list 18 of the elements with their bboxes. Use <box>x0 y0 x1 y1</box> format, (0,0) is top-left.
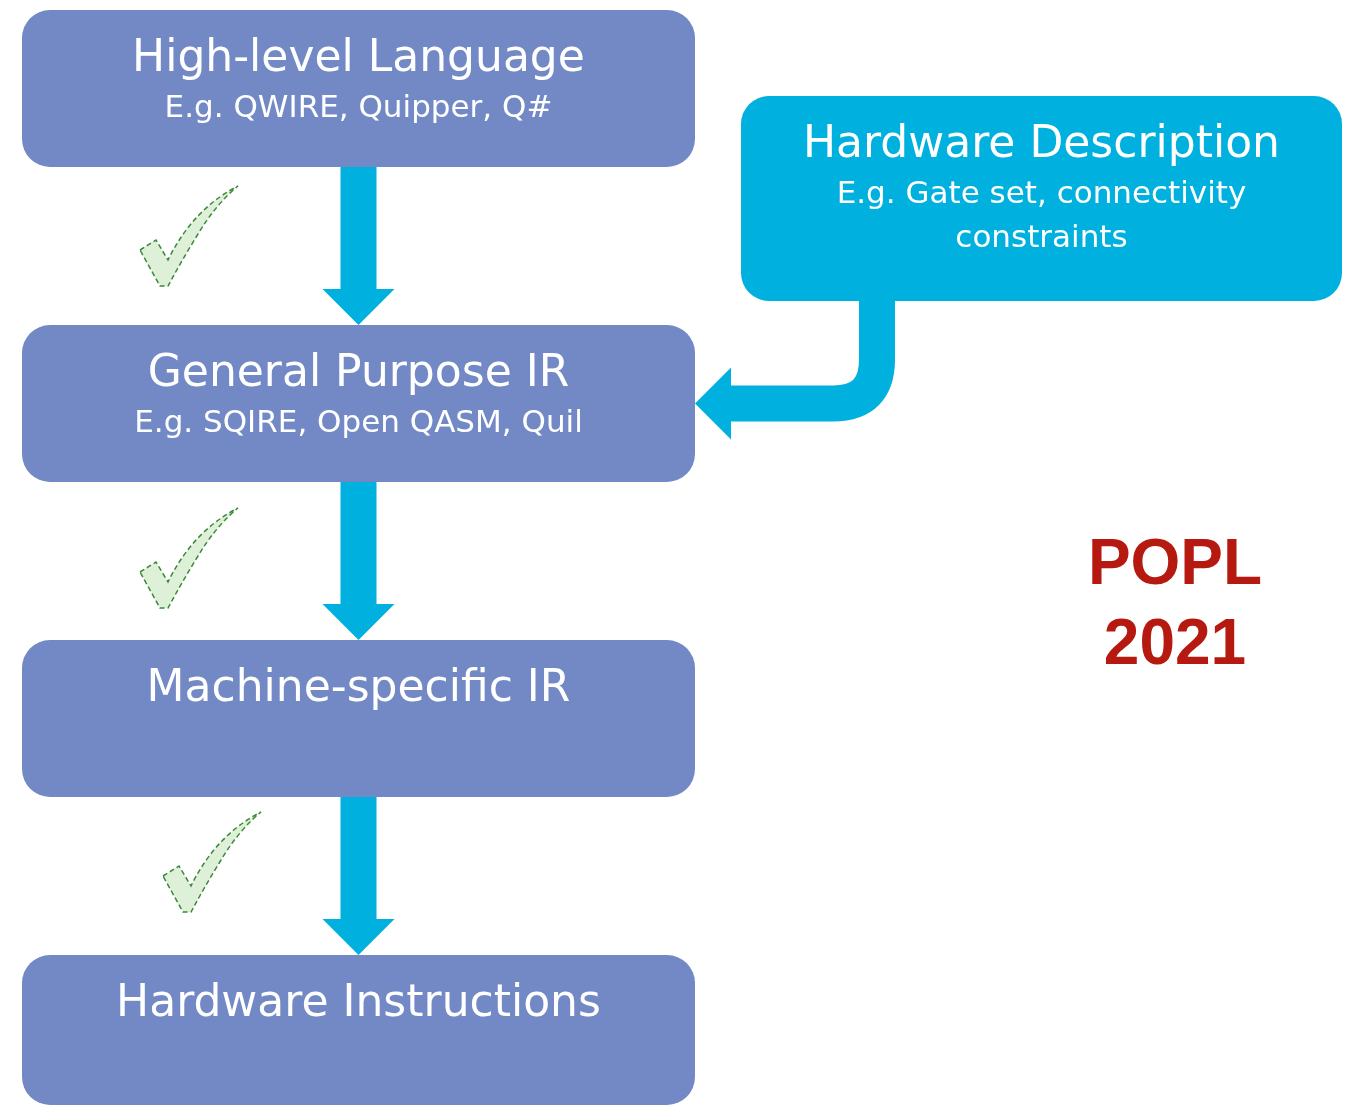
block-arrow <box>695 301 895 440</box>
box-subtitle: E.g. QWIRE, Quipper, Q# <box>164 87 553 126</box>
note-text: POPL 2021 <box>1086 525 1264 680</box>
box-title: High-level Language <box>132 29 585 83</box>
box-title: General Purpose IR <box>147 344 570 398</box>
process-box <box>22 10 695 167</box>
block-arrow <box>322 167 395 325</box>
process-box <box>22 325 695 482</box>
process-box <box>22 640 695 797</box>
process-box <box>741 96 1342 301</box>
box-title: Hardware Description <box>803 115 1280 169</box>
block-arrow <box>322 482 395 640</box>
box-subtitle: E.g. Gate set, connectivity constraints <box>835 173 1248 256</box>
block-arrow <box>322 797 395 955</box>
box-title: Machine-specific IR <box>146 659 571 713</box>
box-title: Hardware Instructions <box>116 974 601 1028</box>
box-subtitle: E.g. SQIRE, Open QASM, Quil <box>134 402 583 441</box>
process-box <box>22 955 695 1105</box>
